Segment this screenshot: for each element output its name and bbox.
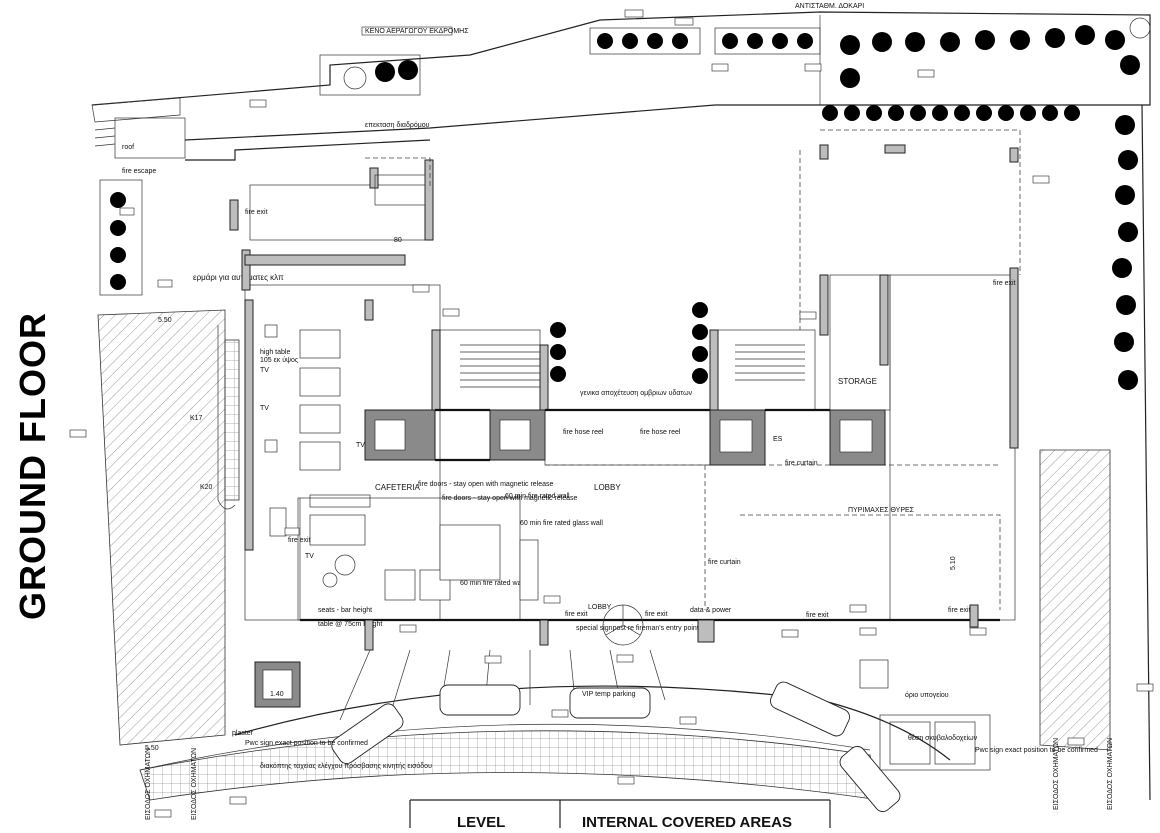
north-point	[1129, 17, 1151, 39]
label-k20: K20	[200, 484, 213, 491]
tv-label-4: TV	[305, 553, 314, 560]
tree-row-second	[822, 105, 1080, 121]
fire-doors-gr: ΠΥΡΙΜΑΧΕΣ ΘΥΡΕΣ	[848, 507, 915, 514]
table-header-level: LEVEL	[457, 814, 505, 828]
fireman-post-label: special signpost re fireman's entry poin…	[576, 625, 699, 632]
rain-drain-label: γενικα αποχέτευση ομβριων υδατων	[580, 389, 693, 397]
vip-parking-label: VIP temp parking	[582, 691, 636, 698]
tree-row-top	[840, 25, 1140, 88]
bin-enclosure	[879, 714, 991, 771]
fire-exit-east: fire exit	[993, 280, 1016, 287]
fire-escape-label: fire escape	[122, 168, 156, 175]
dim-510: 5.10	[950, 556, 957, 570]
high-table-label: high table	[260, 349, 290, 356]
dim-550-bottom: 5.50	[145, 745, 159, 752]
fire-exit-south: fire exit	[806, 612, 829, 619]
planter-trees-right	[722, 33, 813, 49]
trees-mid-left	[550, 302, 708, 384]
area-note: ερμάρι για αυτόματες κλπ	[193, 273, 284, 282]
top-planter-right	[589, 27, 701, 55]
void-tag	[361, 26, 453, 36]
fire-curtain-2: fire curtain	[708, 559, 741, 566]
fire-escape-stair	[91, 97, 181, 147]
top-planter-left	[319, 54, 421, 96]
driveway-curve	[234, 685, 951, 761]
fire-exit-cafe: fire exit	[288, 537, 311, 544]
site-boundary	[91, 11, 1151, 106]
ramp-west	[97, 309, 226, 746]
tv-label-3: TV	[356, 442, 365, 449]
parked-cars	[331, 681, 901, 812]
tv-label-1: TV	[260, 367, 269, 374]
cafeteria-label: CAFETERIA	[375, 483, 421, 492]
fire-hose-1: fire hose reel	[563, 429, 604, 436]
fire-hose-2: fire hose reel	[640, 429, 681, 436]
pwc-sign-1: Pwc sign exact position to be confirmed	[245, 740, 368, 747]
label-k17: K17	[190, 415, 203, 422]
north-wing	[249, 184, 431, 241]
planter-trees-left	[375, 60, 418, 82]
roof-label: roof	[122, 144, 134, 151]
corridor-extension-label: επεκταση διαδρόμου	[365, 121, 430, 129]
void-label: ΚΕΝΟ ΑΕΡΑΓΩΓΟΥ ΕΚΔΡΟΜΗΣ	[365, 28, 469, 35]
vehicle-entrance-1: ΕΙΣΟΔΟΣ ΟΧΗΜΑΤΩΝ	[145, 748, 152, 820]
lobby-band	[544, 409, 711, 466]
west-planter	[99, 179, 143, 296]
site-boundary-east	[1141, 104, 1151, 801]
west-planter-trees	[110, 192, 126, 290]
lobby-label: LOBBY	[594, 483, 621, 492]
dim-140: 1.40	[270, 691, 284, 698]
counterweight-label: ΑΝΤΙΣΤΑΘΜ. ΔΟΚΑΡΙ	[795, 3, 864, 10]
schedule-table-frame	[409, 799, 831, 828]
tv-label-2: TV	[260, 405, 269, 412]
fire-exit-lobby-r: fire exit	[645, 611, 668, 618]
vehicle-entrance-2: ΕΙΣΟΔΟΣ ΟΧΗΜΑΤΩΝ	[191, 748, 198, 820]
fire-doors-1: fire doors - stay open with magnetic rel…	[418, 481, 554, 488]
stair-left	[439, 329, 541, 411]
stair-circle-top	[343, 66, 367, 90]
roof-area	[114, 117, 186, 159]
seats-label: seats - bar height	[318, 607, 372, 614]
vehicle-entrance-3: ΕΙΣΟΔΟΣ ΟΧΗΜΑΤΩΝ	[1053, 738, 1060, 810]
dim-80: 80	[394, 237, 402, 244]
fire-exit-lobby-l: fire exit	[565, 611, 588, 618]
fire-exit-north: fire exit	[245, 209, 268, 216]
fire-doors-2: fire doors - stay open with magnetic rel…	[442, 495, 578, 502]
wall-60-glass: 60 min fire rated glass wall	[520, 520, 603, 527]
driveway-outer	[139, 723, 871, 771]
table-header-areas: INTERNAL COVERED AREAS	[582, 814, 792, 828]
basement-limit-label: όριο υπογείου	[905, 691, 949, 699]
drawing-title: GROUND FLOOR	[12, 312, 53, 620]
stair-right	[714, 329, 816, 411]
cafeteria-tables	[264, 324, 451, 601]
vehicle-entrance-4: ΕΙΣΟΔΟΣ ΟΧΗΜΑΤΩΝ	[1107, 738, 1114, 810]
storage-label: STORAGE	[838, 377, 877, 386]
table-75-label: table @ 75cm height	[318, 621, 382, 628]
lobby-lower-label: LOBBY	[588, 604, 612, 611]
level-tags	[69, 9, 1154, 818]
wall-60-1: 60 min fire rated wall	[505, 493, 570, 500]
tank-label: θέση σκυβαλοδοχείων	[908, 734, 978, 742]
plaster-label: plaster	[232, 730, 254, 737]
access-control-label: διακόπτης ταχείας ελέγχου πρόσβασης κινη…	[260, 762, 432, 770]
fire-curtain-1: fire curtain	[785, 460, 818, 467]
planter-trees-mid	[597, 33, 688, 49]
data-power-label: data & power	[690, 607, 732, 614]
wall-60-2: 60 min fire rated wall	[460, 580, 525, 587]
fire-exit-se: fire exit	[948, 607, 971, 614]
pwc-sign-2: Pwc sign exact position to be confirmed	[975, 747, 1098, 754]
ramp-east	[1039, 449, 1111, 751]
high-table-note: 105 εκ ύψος	[260, 356, 299, 364]
ramp-stair	[224, 339, 240, 501]
dim-550-top: 5.50	[158, 317, 172, 324]
es-label: ES	[773, 436, 783, 443]
tree-column-east	[1112, 115, 1138, 390]
